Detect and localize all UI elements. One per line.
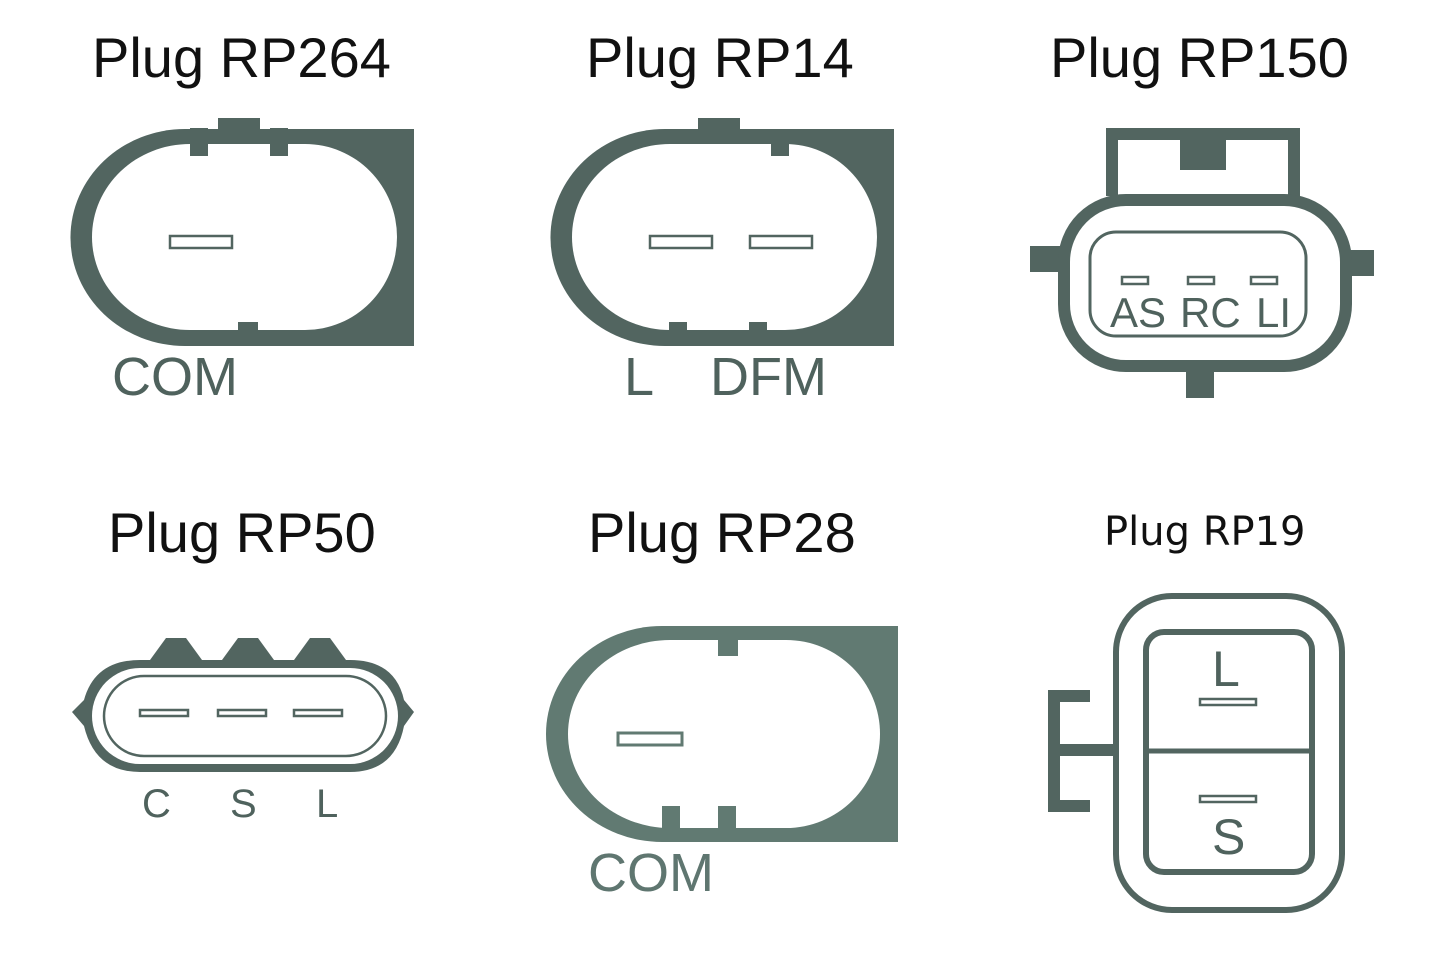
plug-title-rp50: Plug RP50 — [108, 501, 376, 564]
rp150-pin-rc — [1186, 275, 1216, 286]
rp14-pin-l — [648, 234, 714, 250]
rp28-notch-b2 — [718, 806, 736, 832]
rp150-pin-li — [1249, 275, 1279, 286]
rp14-pin-dfm — [748, 234, 814, 250]
rp14-pin-label-l: L — [624, 347, 655, 407]
rp50-pin-c — [138, 708, 190, 718]
rp50-pin-l — [292, 708, 344, 718]
rp28-notch-top — [718, 636, 738, 656]
rp50-bump-2 — [222, 638, 274, 660]
rp19-pin-label-s: S — [1212, 809, 1246, 865]
rp150-ear-left — [1030, 246, 1060, 272]
rp28-cavity — [568, 640, 880, 828]
plug-title-rp150: Plug RP150 — [1050, 26, 1349, 89]
rp150-pin-label-li: LI — [1256, 289, 1292, 336]
rp14-cavity — [572, 144, 877, 330]
rp150-latch-key — [1180, 134, 1226, 170]
rp264-pin-label-com: COM — [112, 347, 238, 407]
rp19-pin-s — [1198, 794, 1258, 804]
rp28-notch-b1 — [662, 806, 680, 832]
rp14-notch-b1 — [669, 322, 687, 332]
plug-title-rp14: Plug RP14 — [586, 26, 854, 89]
plug-title-rp19: Plug RP19 — [1104, 509, 1306, 555]
rp150-pin-label-rc: RC — [1180, 289, 1241, 336]
rp50-pin-label-c: C — [142, 782, 171, 826]
plug-title-rp28: Plug RP28 — [588, 501, 856, 564]
rp264-notch-r — [270, 140, 288, 156]
rp150-pin-as — [1120, 275, 1150, 286]
rp50-pin-label-s: S — [230, 782, 257, 826]
rp50-pin-label-l: L — [316, 782, 339, 826]
rp28-pin-label-com: COM — [588, 843, 714, 903]
rp14-pin-label-dfm: DFM — [710, 347, 827, 407]
rp264-cavity — [92, 144, 397, 330]
rp19-pin-label-l: L — [1212, 641, 1240, 697]
rp150-pin-label-as: AS — [1110, 289, 1167, 336]
rp50-bump-1 — [150, 638, 202, 660]
rp264-pin-com — [168, 234, 234, 250]
rp28-pin-com — [616, 731, 684, 747]
rp264-notch-l — [190, 140, 208, 156]
plug-title-rp264: Plug RP264 — [92, 26, 391, 89]
rp14-notch-top — [771, 140, 789, 156]
rp264-notch-b — [238, 322, 258, 332]
rp50-bump-3 — [294, 638, 346, 660]
rp19-pin-l — [1198, 697, 1258, 707]
rp50-pin-s — [216, 708, 268, 718]
rp14-notch-b2 — [749, 322, 767, 332]
